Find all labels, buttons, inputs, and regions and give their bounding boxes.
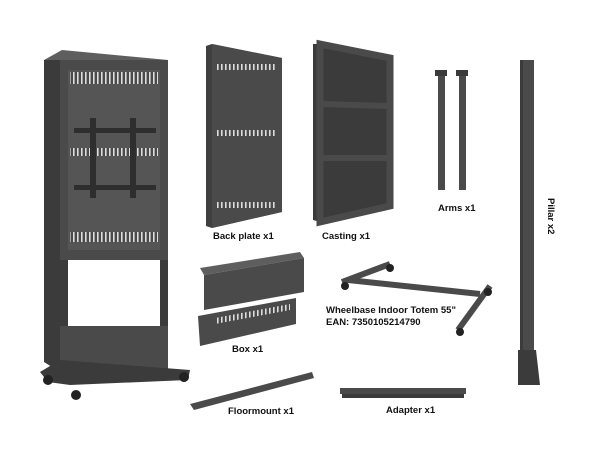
casting-label: Casting x1 bbox=[322, 231, 371, 242]
arms-label: Arms x1 bbox=[438, 203, 476, 214]
box-part bbox=[198, 252, 304, 346]
adapter-part bbox=[340, 388, 466, 398]
wheelbase-part bbox=[340, 261, 493, 336]
casting-frame-part bbox=[313, 39, 394, 227]
box-label: Box x1 bbox=[232, 344, 264, 355]
floormount-part bbox=[190, 372, 314, 410]
arms-part bbox=[435, 70, 468, 190]
floormount-label: Floormount x1 bbox=[228, 406, 294, 417]
wheelbase-label: Wheelbase Indoor Totem 55" bbox=[326, 305, 456, 316]
back-plate-label: Back plate x1 bbox=[213, 231, 274, 242]
pillar-part bbox=[518, 60, 540, 385]
ean-label: EAN: 7350105214790 bbox=[326, 317, 421, 328]
pillar-label: Pillar x2 bbox=[545, 198, 556, 235]
back-plate-part bbox=[206, 44, 282, 228]
adapter-label: Adapter x1 bbox=[386, 405, 436, 416]
assembled-totem bbox=[40, 50, 190, 400]
